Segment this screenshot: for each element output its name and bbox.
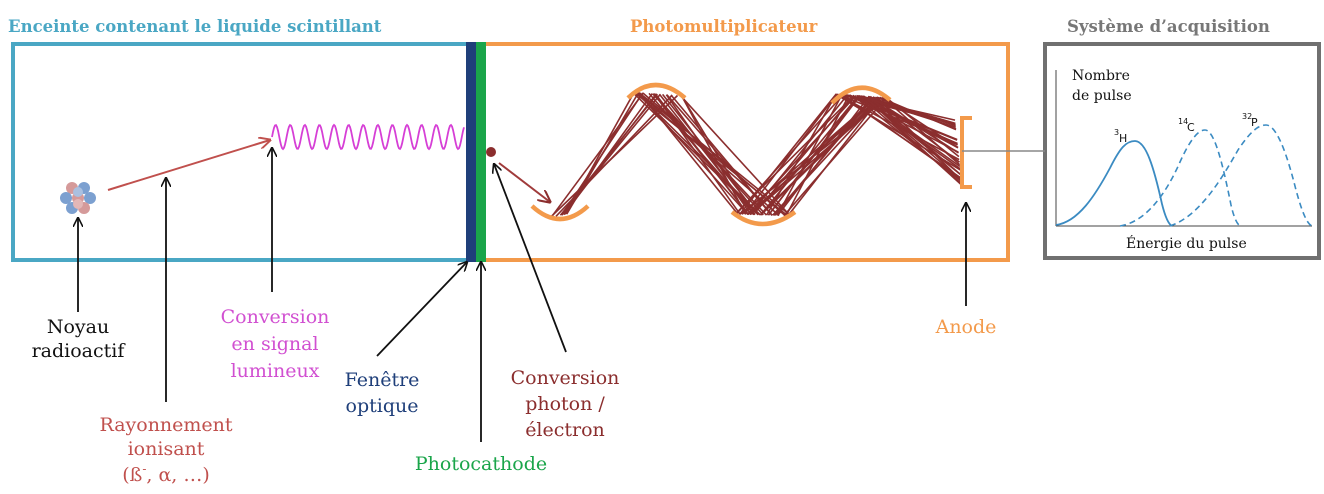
peak-label-h3: 3 H bbox=[1114, 128, 1127, 145]
dynode-3 bbox=[730, 210, 797, 227]
light-wave bbox=[271, 123, 465, 151]
electron-path-stage-3 bbox=[783, 97, 887, 217]
graph-ylabel-line2: de pulse bbox=[1072, 88, 1132, 104]
radiation-label-line2: ionisant bbox=[128, 438, 205, 460]
electron-path-stage-4 bbox=[868, 95, 962, 176]
scintillation-chamber-box bbox=[11, 42, 470, 262]
electron-path-stage-4 bbox=[863, 95, 963, 186]
conversion-electron-pointer bbox=[494, 164, 567, 353]
window-label-line2: optique bbox=[346, 395, 419, 417]
electron-path-stage-2 bbox=[632, 91, 760, 216]
graph-ylabel-line1: Nombre bbox=[1072, 68, 1130, 84]
curve-h3 bbox=[1055, 140, 1173, 227]
acquisition-title: Système d’acquisition bbox=[1067, 17, 1270, 36]
nucleus-label-line2: radioactif bbox=[32, 340, 127, 362]
curve-p32 bbox=[1169, 124, 1313, 227]
electron-arrow bbox=[498, 162, 550, 202]
conversion-electron-line2: photon / bbox=[525, 393, 605, 415]
dynode-2 bbox=[626, 82, 687, 100]
electron-path-stage-3 bbox=[787, 96, 882, 217]
anode-bracket bbox=[960, 116, 972, 189]
photocathode-label: Photocathode bbox=[415, 453, 547, 475]
conversion-electron-line3: électron bbox=[525, 419, 605, 441]
dynode-4 bbox=[830, 85, 892, 105]
pointer-arrows bbox=[78, 148, 966, 442]
radiation-label-line1: Rayonnement bbox=[99, 414, 232, 436]
photocathode-bar bbox=[476, 42, 486, 262]
electron-path-stage-2 bbox=[635, 91, 761, 216]
peak-label-c14: 14 C bbox=[1178, 117, 1195, 134]
electron-path-stage-4 bbox=[886, 97, 960, 158]
electron-path-stage-3 bbox=[760, 96, 882, 216]
pulse-graph: Nombre de pulse Énergie du pulse 3 H 14 … bbox=[1055, 68, 1313, 252]
nucleus-label-line1: Noyau bbox=[47, 316, 109, 338]
radiation-symbols-rest: , α, …) bbox=[146, 464, 209, 486]
radiation-arrow bbox=[107, 140, 270, 191]
electron-path-stage-1 bbox=[550, 92, 644, 218]
electron-dot bbox=[486, 147, 496, 157]
pmt-title: Photomultiplicateur bbox=[630, 17, 818, 36]
peak-h3-sup: 3 bbox=[1114, 128, 1119, 137]
peak-c14-symbol: C bbox=[1187, 121, 1195, 134]
conversion-light-line2: en signal bbox=[231, 333, 318, 355]
radiation-symbols-sup: - bbox=[142, 462, 146, 476]
peak-c14-sup: 14 bbox=[1178, 117, 1188, 126]
electron-path-stage-3 bbox=[772, 96, 882, 216]
peak-p32-symbol: P bbox=[1251, 116, 1258, 129]
chamber-title: Enceinte contenant le liquide scintillan… bbox=[8, 17, 382, 36]
anode-label: Anode bbox=[935, 316, 997, 338]
conversion-electron-line1: Conversion bbox=[511, 367, 620, 389]
electron-path-stage-4 bbox=[882, 96, 961, 166]
conversion-light-line1: Conversion bbox=[221, 306, 330, 328]
dynode-1 bbox=[530, 204, 590, 222]
electron-path-stage-4 bbox=[858, 95, 956, 126]
window-pointer bbox=[376, 262, 467, 357]
window-label-line1: Fenêtre bbox=[345, 369, 420, 391]
electron-path-stage-1 bbox=[565, 91, 635, 215]
electron-path-stage-3 bbox=[747, 96, 880, 216]
electron-path-stage-3 bbox=[759, 96, 880, 216]
electron-path-stage-1 bbox=[563, 93, 657, 216]
electron-path-stage-3 bbox=[785, 94, 850, 217]
electron-path-stage-2 bbox=[653, 93, 764, 216]
radiation-symbols-open: (ß bbox=[122, 464, 142, 486]
electron-path-stage-2 bbox=[680, 95, 755, 216]
electron-path-stage-3 bbox=[741, 96, 878, 215]
electron-path-stage-2 bbox=[636, 91, 749, 215]
electron-path-stage-3 bbox=[743, 93, 838, 215]
curve-c14 bbox=[1119, 129, 1241, 227]
electron-path-stage-2 bbox=[666, 94, 773, 216]
optical-window-bar bbox=[466, 42, 476, 262]
electron-cascade bbox=[549, 91, 963, 219]
conversion-light-line3: lumineux bbox=[231, 360, 320, 382]
graph-xlabel: Énergie du pulse bbox=[1126, 234, 1247, 252]
peak-h3-symbol: H bbox=[1119, 132, 1127, 145]
electron-path-stage-2 bbox=[680, 95, 747, 215]
nucleus-icon bbox=[60, 182, 96, 214]
electron-path-stage-4 bbox=[881, 96, 959, 149]
electron-path-stage-3 bbox=[739, 93, 837, 215]
peak-p32-sup: 32 bbox=[1242, 112, 1252, 121]
electron-path-stage-2 bbox=[642, 92, 786, 217]
radiation-label-line3: (ß-, α, …) bbox=[122, 462, 210, 486]
peak-label-p32: 32 P bbox=[1242, 112, 1258, 129]
